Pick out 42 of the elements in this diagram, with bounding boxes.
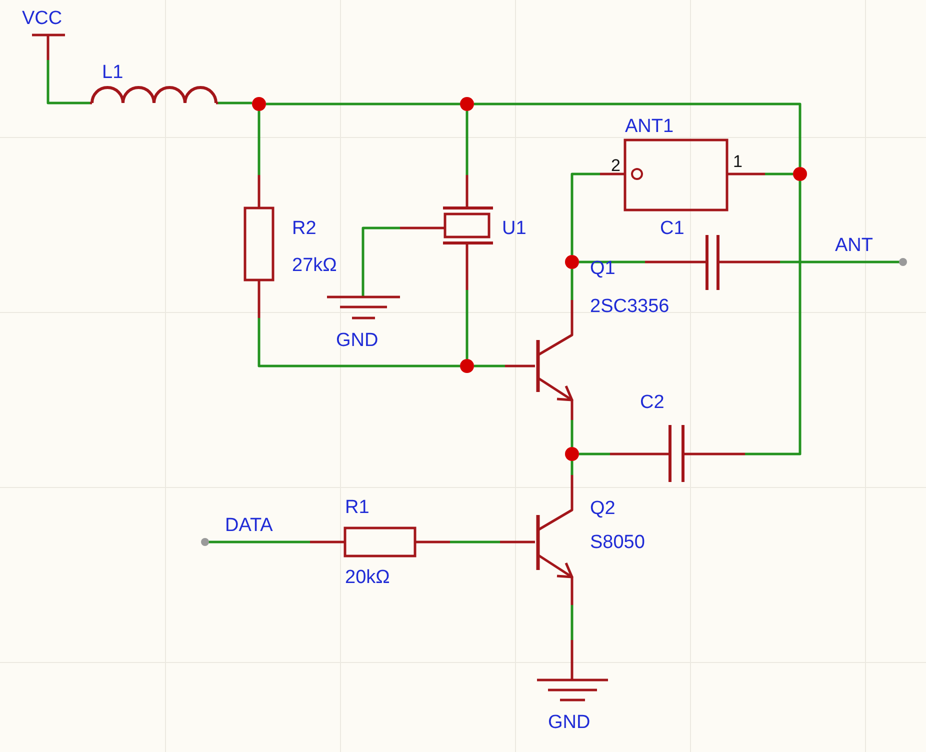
wire xyxy=(780,260,830,264)
wire xyxy=(258,318,460,368)
wire xyxy=(450,540,500,544)
component-designator: Q1 xyxy=(590,258,616,280)
component-designator: U1 xyxy=(502,218,526,240)
component-designator: R1 xyxy=(345,497,370,519)
net-label: DATA xyxy=(225,515,273,537)
wire xyxy=(266,102,460,106)
wire xyxy=(466,111,468,175)
component-value: 20kΩ xyxy=(345,567,390,589)
net-label: GND xyxy=(336,330,378,352)
component-designator: C1 xyxy=(660,218,684,240)
pin-number: 1 xyxy=(733,151,742,173)
wire xyxy=(570,172,600,255)
wire xyxy=(570,269,574,300)
wire xyxy=(745,181,802,456)
component-designator: C2 xyxy=(640,392,664,414)
component-designator: R2 xyxy=(292,218,316,240)
component-designator: L1 xyxy=(102,62,124,84)
wire xyxy=(570,605,574,640)
wire xyxy=(579,452,610,456)
wire xyxy=(570,420,574,447)
wire xyxy=(46,60,90,104)
component-value: S8050 xyxy=(590,532,645,554)
wire xyxy=(258,111,260,175)
wire xyxy=(466,290,468,359)
pin-number: 2 xyxy=(611,155,620,177)
wire xyxy=(570,461,574,475)
component-value: 2SC3356 xyxy=(590,296,670,318)
component-designator: ANT1 xyxy=(625,116,674,138)
net-label: ANT xyxy=(835,235,873,257)
net-label: GND xyxy=(548,712,590,734)
component-designator: Q2 xyxy=(590,498,616,520)
wire xyxy=(474,102,802,167)
wire xyxy=(765,172,793,176)
wire xyxy=(579,260,645,264)
component-value: 27kΩ xyxy=(292,255,337,277)
wire xyxy=(474,364,505,368)
net-label: VCC xyxy=(22,8,62,30)
wire xyxy=(292,540,310,544)
wire xyxy=(218,102,252,104)
wire xyxy=(362,226,400,290)
